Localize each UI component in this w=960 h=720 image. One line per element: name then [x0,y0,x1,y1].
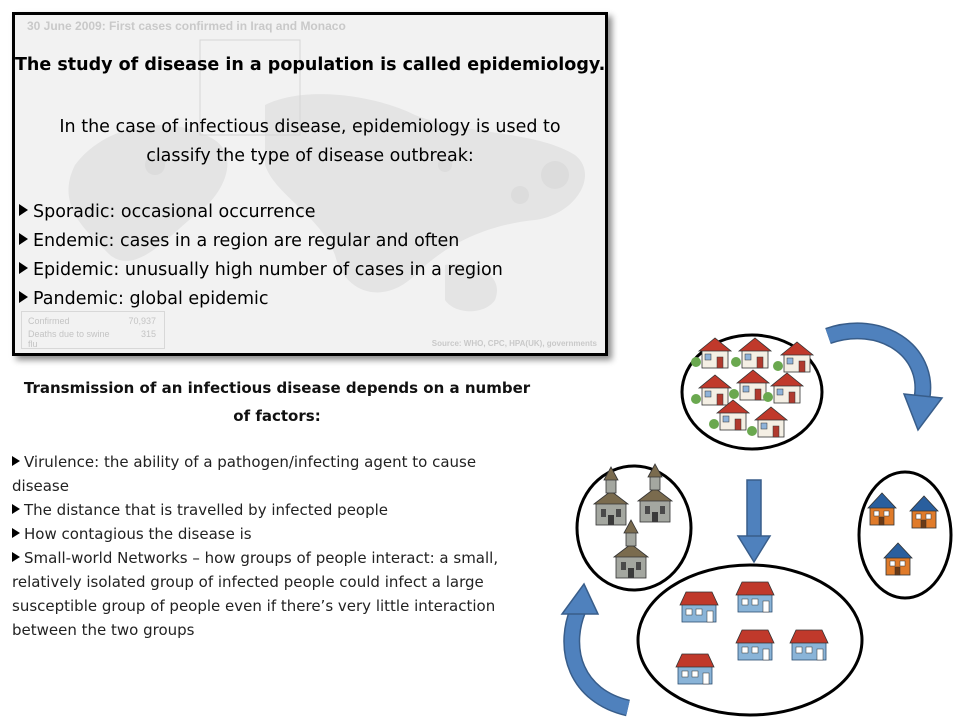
box-heading: The study of disease in a population is … [15,55,606,75]
map-title: 30 June 2009: First cases confirmed in I… [27,19,346,33]
arrow-bullet-icon [12,552,20,562]
list-item: Pandemic: global epidemic [19,285,503,314]
legend-value: 70,937 [128,316,156,326]
right-orange-houses-group [857,470,953,600]
list-item-text: Virulence: the ability of a pathogen/inf… [12,453,477,495]
arrow-bullet-icon [12,456,20,466]
arrow-bullet-icon [12,528,20,538]
list-item: Epidemic: unusually high number of cases… [19,256,503,285]
list-item-text: The distance that is travelled by infect… [24,501,389,519]
bottom-blue-houses-group [636,563,864,717]
map-legend: Confirmed 70,937 Deaths due to swine flu 3… [21,311,165,349]
epidemiology-box: 30 June 2009: First cases confirmed in I… [12,12,608,356]
list-item: The distance that is travelled by infect… [12,498,524,522]
list-item-text: Endemic: cases in a region are regular a… [33,231,460,251]
arrow-bullet-icon [19,204,28,216]
list-item: How contagious the disease is [12,522,524,546]
arrow-bullet-icon [19,262,28,274]
arrow-bullet-icon [19,291,28,303]
arrow-bullet-icon [19,233,28,245]
legend-value: 315 [140,329,156,339]
legend-label: Confirmed [28,316,70,326]
list-item: Sporadic: occasional occurrence [19,198,503,227]
list-item-text: Small-world Networks – how groups of peo… [12,549,499,639]
list-item: Small-world Networks – how groups of peo… [12,546,524,642]
left-church-group [575,463,693,592]
list-item: Virulence: the ability of a pathogen/inf… [12,450,524,498]
box-intro: In the case of infectious disease, epide… [59,117,561,166]
down-arrow-icon [736,479,772,564]
list-item-text: Sporadic: occasional occurrence [33,202,316,222]
legend-row-deaths: Deaths due to swine flu 315 [28,329,158,349]
world-map-background [68,39,586,312]
transmission-diagram [560,322,953,717]
list-item-text: Epidemic: unusually high number of cases… [33,260,503,280]
transmission-heading: Transmission of an infectious disease de… [23,379,531,425]
arrow-bullet-icon [12,504,20,514]
list-item-text: Pandemic: global epidemic [33,289,269,309]
top-village-group [680,333,824,451]
legend-label: Deaths due to swine flu [28,329,110,349]
outbreak-type-list: Sporadic: occasional occurrence Endemic:… [19,198,503,314]
list-item: Endemic: cases in a region are regular a… [19,227,503,256]
legend-row-confirmed: Confirmed 70,937 [28,316,156,326]
curved-arrow-left-icon [560,582,631,717]
curved-arrow-right-icon [825,322,944,432]
list-item-text: How contagious the disease is [24,525,252,543]
transmission-factor-list: Virulence: the ability of a pathogen/inf… [12,450,524,642]
map-source: Source: WHO, CPC, HPA(UK), governments [431,339,597,348]
